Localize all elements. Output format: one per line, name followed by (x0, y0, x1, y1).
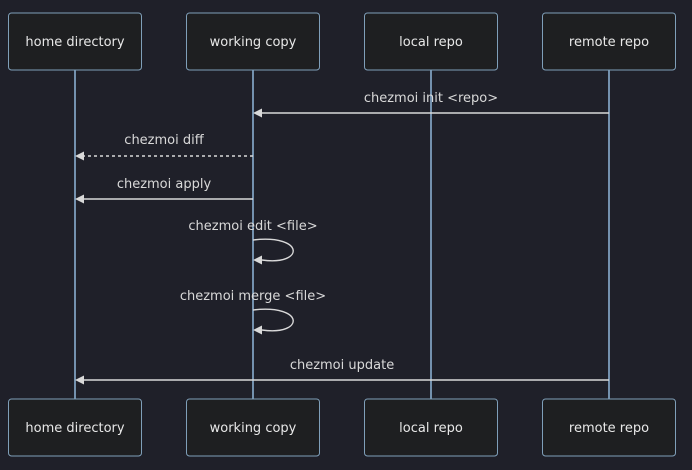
participant-label: local repo (399, 421, 463, 436)
message-label: chezmoi update (290, 358, 394, 373)
participant-bottom-working-copy: working copy (186, 398, 320, 457)
participant-box (8, 12, 142, 71)
message-chezmoi-apply: chezmoi apply (75, 177, 253, 204)
arrowhead (253, 255, 262, 265)
participant-box (542, 398, 676, 457)
message-label: chezmoi diff (124, 133, 204, 148)
message-chezmoi-merge-file: chezmoi merge <file> (180, 289, 326, 335)
arrowhead (75, 375, 84, 385)
message-chezmoi-init-repo: chezmoi init <repo> (253, 91, 609, 118)
participant-label: working copy (210, 421, 297, 436)
participant-top-remote-repo: remote repo (542, 12, 676, 71)
participant-label: remote repo (569, 35, 649, 50)
arrowhead (253, 108, 262, 118)
participant-label: remote repo (569, 421, 649, 436)
message-line (252, 308, 294, 332)
message-label: chezmoi init <repo> (364, 91, 498, 106)
message-chezmoi-edit-file: chezmoi edit <file> (188, 219, 318, 265)
participant-top-local-repo: local repo (364, 12, 498, 71)
arrowhead (75, 194, 84, 204)
participant-bottom-local-repo: local repo (364, 398, 498, 457)
participant-box (364, 12, 498, 71)
message-line (252, 238, 294, 262)
participant-bottom-home-directory: home directory (8, 398, 142, 457)
participant-top-home-directory: home directory (8, 12, 142, 71)
participant-label: local repo (399, 35, 463, 50)
participant-label: home directory (25, 421, 124, 436)
arrowhead (253, 325, 262, 335)
arrowhead (75, 151, 84, 161)
participant-bottom-remote-repo: remote repo (542, 398, 676, 457)
participant-box (364, 398, 498, 457)
participant-label: working copy (210, 35, 297, 50)
message-label: chezmoi merge <file> (180, 289, 326, 304)
participant-box (186, 398, 320, 457)
message-label: chezmoi apply (117, 177, 212, 192)
message-chezmoi-diff: chezmoi diff (75, 133, 253, 161)
participant-box (186, 12, 320, 71)
participant-box (542, 12, 676, 71)
messages: chezmoi init <repo> chezmoi diff chezmoi a… (75, 91, 609, 385)
participant-box (8, 398, 142, 457)
message-label: chezmoi edit <file> (188, 219, 317, 234)
participant-label: home directory (25, 35, 124, 50)
participant-top-working-copy: working copy (186, 12, 320, 71)
message-chezmoi-update: chezmoi update (75, 358, 609, 385)
participants: home directory working copy local repo remo… (8, 12, 676, 457)
lifelines (74, 70, 610, 399)
